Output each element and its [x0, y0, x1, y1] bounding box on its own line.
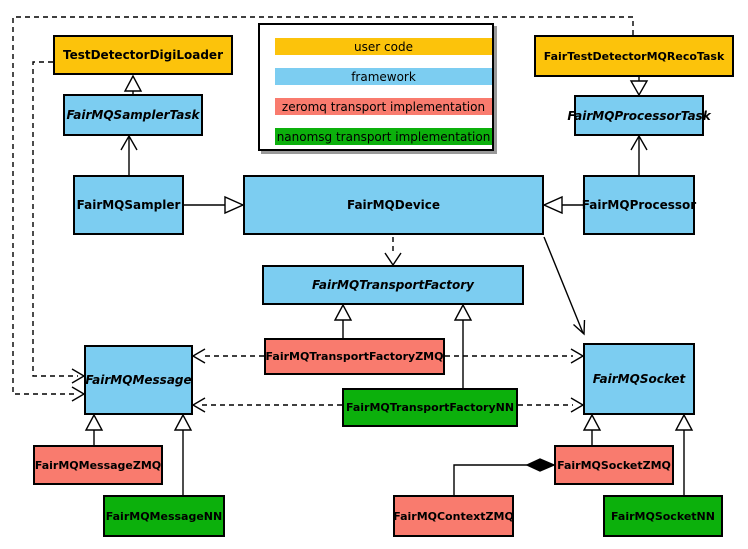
legend-item-nanomsg: nanomsg transport implementation: [275, 128, 492, 145]
generalization-processor-to-device: [542, 195, 583, 215]
node-fairmq-socket-zmq: FairMQSocketZMQ: [554, 445, 674, 485]
node-fairmq-sampler-task: FairMQSamplerTask: [63, 94, 203, 136]
generalization-tfnn-to-transportfactory: [453, 303, 473, 388]
arrow-processor-to-processortask: [630, 134, 648, 175]
node-fairmq-sampler: FairMQSampler: [73, 175, 184, 235]
node-fairmq-processor: FairMQProcessor: [582, 175, 696, 235]
dependency-tfnn-to-socket: [518, 397, 585, 413]
generalization-messagenn-to-message: [173, 413, 193, 495]
node-fair-test-detector-mq-reco-task: FairTestDetectorMQRecoTask: [534, 35, 734, 77]
node-fairmq-socket: FairMQSocket: [583, 343, 695, 415]
generalization-messagezmq-to-message: [84, 413, 104, 445]
generalization-socketnn-to-socket: [674, 413, 694, 495]
arrow-device-to-socket: [543, 236, 586, 336]
legend-item-user-code: user code: [275, 38, 492, 55]
dependency-device-to-transportfactory: [384, 237, 402, 267]
legend-item-framework: framework: [275, 68, 492, 85]
generalization-samplertask-to-digiloader: [123, 74, 143, 94]
node-fairmq-processor-task: FairMQProcessorTask: [567, 95, 711, 136]
node-fairmq-transport-factory-zmq: FairMQTransportFactoryZMQ: [264, 338, 445, 375]
dependency-tfzmq-to-message: [191, 348, 264, 364]
generalization-tfzmq-to-transportfactory: [333, 303, 353, 338]
node-fairmq-context-zmq: FairMQContextZMQ: [393, 495, 514, 537]
node-test-detector-digi-loader: TestDetectorDigiLoader: [53, 35, 233, 75]
generalization-sampler-to-device: [184, 195, 245, 215]
node-fairmq-device: FairMQDevice: [243, 175, 544, 235]
composition-socketzmq-to-contextzmq: [453, 458, 556, 495]
node-fairmq-socket-nn: FairMQSocketNN: [603, 495, 723, 537]
dependency-tfnn-to-message: [191, 397, 342, 413]
node-fairmq-transport-factory-nn: FairMQTransportFactoryNN: [342, 388, 518, 427]
arrow-sampler-to-samplertask: [120, 134, 138, 175]
node-fairmq-message: FairMQMessage: [84, 345, 193, 415]
dependency-tfzmq-to-socket: [445, 348, 585, 364]
node-fairmq-transport-factory: FairMQTransportFactory: [262, 265, 524, 305]
legend: user code framework zeromq transport imp…: [258, 23, 494, 151]
node-fairmq-message-zmq: FairMQMessageZMQ: [33, 445, 163, 485]
node-fairmq-message-nn: FairMQMessageNN: [103, 495, 225, 537]
generalization-recotask-to-processortask: [629, 77, 649, 97]
generalization-socketzmq-to-socket: [582, 413, 602, 445]
legend-item-zeromq: zeromq transport implementation: [275, 98, 492, 115]
